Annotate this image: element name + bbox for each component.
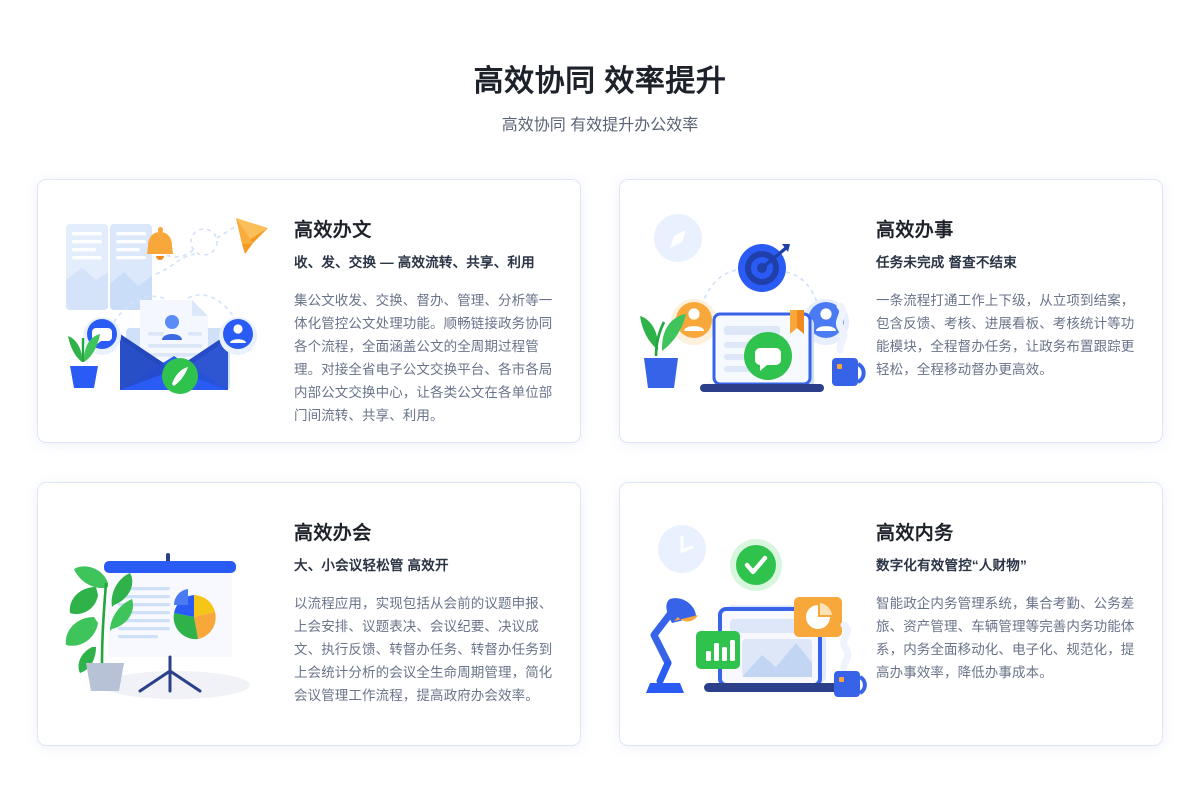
potted-plant-icon bbox=[640, 314, 686, 388]
feature-card-efficient-task[interactable]: 高效办事 任务未完成 督查不结束 一条流程打通工作上下级，从立项到结案，包含反馈… bbox=[620, 180, 1162, 442]
monstera-plant-icon bbox=[65, 566, 134, 691]
page-title: 高效协同 效率提升 bbox=[473, 65, 727, 98]
potted-plant-icon bbox=[68, 334, 100, 388]
card-title: 高效办文 bbox=[294, 220, 372, 241]
page-header: 高效协同 效率提升 高效协同 有效提升办公效率 bbox=[0, 0, 1200, 138]
bar-chart-widget-icon bbox=[696, 631, 740, 669]
card-text-block: 高效办会 大、小会议轻松管 高效开 以流程应用，实现包括从会前的议题申报、上会安… bbox=[288, 509, 556, 707]
desk-lamp-icon bbox=[646, 598, 698, 693]
clock-icon bbox=[658, 525, 706, 573]
document-exchange-illustration bbox=[52, 210, 288, 410]
laptop-device bbox=[700, 310, 824, 392]
card-description: 集公文收发、交换、督办、管理、分析等一体化管控公文处理功能。顺畅链接政务协同各个… bbox=[294, 293, 553, 423]
card-subtitle: 数字化有效管控“人财物” bbox=[876, 558, 1027, 573]
target-icon bbox=[738, 244, 790, 292]
card-title: 高效办事 bbox=[876, 220, 954, 241]
user-badge-icon bbox=[219, 317, 257, 355]
avatar-orange-icon bbox=[671, 299, 717, 345]
feature-card-grid: 高效办文 收、发、交换 — 高效流转、共享、利用 集公文收发、交换、督办、管理、… bbox=[38, 180, 1162, 745]
pie-chart-icon bbox=[173, 589, 216, 640]
card-title: 高效办会 bbox=[294, 523, 372, 544]
paper-plane-icon bbox=[236, 218, 268, 254]
coffee-mug-icon bbox=[832, 302, 866, 386]
internal-affairs-illustration bbox=[634, 513, 870, 713]
card-subtitle: 大、小会议轻松管 高效开 bbox=[294, 558, 449, 573]
card-text-block: 高效办事 任务未完成 督查不结束 一条流程打通工作上下级，从立项到结案，包含反馈… bbox=[870, 206, 1138, 381]
page-subtitle: 高效协同 有效提升办公效率 bbox=[501, 117, 699, 134]
bell-icon bbox=[147, 227, 173, 260]
task-supervision-illustration bbox=[634, 210, 870, 410]
card-description: 一条流程打通工作上下级，从立项到结案，包含反馈、考核、进展看板、考核统计等功能模… bbox=[876, 293, 1135, 377]
feature-card-efficient-meeting[interactable]: 高效办会 大、小会议轻松管 高效开 以流程应用，实现包括从会前的议题申报、上会安… bbox=[38, 483, 580, 745]
check-circle-icon bbox=[730, 539, 782, 591]
card-title: 高效内务 bbox=[876, 523, 954, 544]
pie-widget-icon bbox=[794, 597, 842, 637]
compass-icon bbox=[654, 214, 702, 262]
tripod-stand bbox=[138, 655, 202, 693]
card-text-block: 高效内务 数字化有效管控“人财物” 智能政企内务管理系统，集合考勤、公务差旅、资… bbox=[870, 509, 1138, 684]
coffee-mug-icon bbox=[834, 621, 867, 697]
card-text-block: 高效办文 收、发、交换 — 高效流转、共享、利用 集公文收发、交换、督办、管理、… bbox=[288, 206, 556, 427]
meeting-presentation-illustration bbox=[52, 513, 288, 713]
avatar-blue-icon bbox=[803, 299, 849, 345]
feature-card-efficient-document[interactable]: 高效办文 收、发、交换 — 高效流转、共享、利用 集公文收发、交换、督办、管理、… bbox=[38, 180, 580, 442]
card-description: 智能政企内务管理系统，集合考勤、公务差旅、资产管理、车辆管理等完善内务功能体系，… bbox=[876, 596, 1135, 680]
card-description: 以流程应用，实现包括从会前的议题申报、上会安排、议题表决、会议纪要、决议成文、执… bbox=[294, 596, 553, 703]
feature-card-efficient-internal[interactable]: 高效内务 数字化有效管控“人财物” 智能政企内务管理系统，集合考勤、公务差旅、资… bbox=[620, 483, 1162, 745]
signature-badge-icon bbox=[162, 358, 198, 394]
card-subtitle: 收、发、交换 — 高效流转、共享、利用 bbox=[294, 255, 535, 270]
card-subtitle: 任务未完成 督查不结束 bbox=[876, 255, 1017, 270]
